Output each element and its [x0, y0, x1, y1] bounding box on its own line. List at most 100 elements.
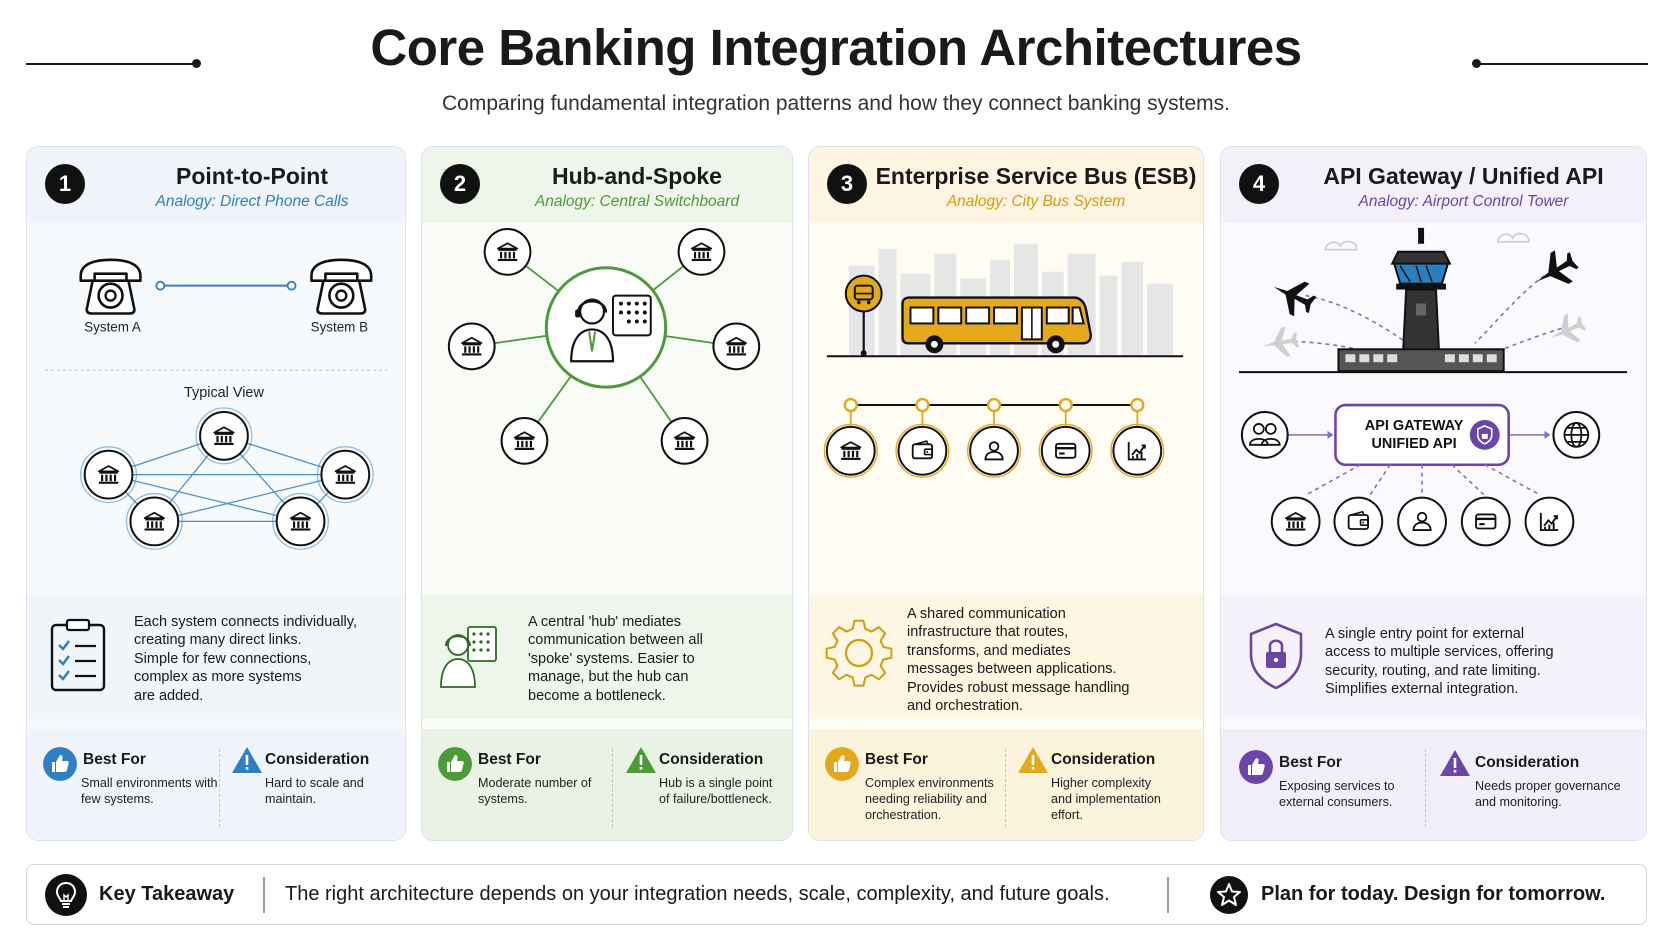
card-title: API Gateway / Unified API — [1323, 163, 1604, 189]
service-node — [1270, 496, 1321, 547]
service-node — [1110, 423, 1165, 478]
gateway-links — [1306, 464, 1540, 496]
airplane-icon — [1544, 309, 1590, 352]
api-gateway-diagram: API GATEWAY UNIFIED API — [1238, 227, 1628, 547]
thumbs-up-icon — [825, 747, 859, 781]
checklist-icon — [50, 618, 106, 692]
bank-node — [500, 416, 549, 465]
title-rule-left-dot — [192, 59, 201, 68]
bank-node — [125, 492, 183, 550]
service-node — [1524, 496, 1575, 547]
warning-icon — [626, 747, 656, 773]
telephone-icon — [79, 258, 142, 315]
best-for-label: Best For — [478, 751, 541, 768]
shield-lock-icon — [1249, 622, 1303, 690]
esb-diagram — [823, 243, 1184, 478]
airplane-icon — [1266, 270, 1321, 322]
globe-icon — [1563, 422, 1590, 448]
bank-node — [447, 322, 496, 371]
lightbulb-icon — [45, 874, 87, 916]
card-number: 1 — [45, 164, 85, 204]
gateway-box: API GATEWAY UNIFIED API — [1334, 403, 1510, 467]
card-number: 2 — [440, 164, 480, 204]
service-node — [823, 423, 878, 478]
system-b-label: System B — [311, 319, 368, 334]
footer-divider — [612, 749, 613, 827]
thumbs-up-icon — [1239, 750, 1273, 784]
footer-divider — [1005, 749, 1006, 827]
takeaway-text: The right architecture depends on your i… — [285, 883, 1110, 905]
takeaway-label: Key Takeaway — [99, 883, 235, 905]
best-for-label: Best For — [83, 751, 146, 768]
star-icon — [1210, 876, 1248, 914]
thumbs-up-icon — [438, 747, 472, 781]
control-tower-icon — [1337, 227, 1505, 373]
bank-node — [80, 446, 138, 504]
service-node — [1460, 496, 1511, 547]
service-node — [966, 423, 1022, 478]
key-takeaway-bar: Key Takeaway The right architecture depe… — [26, 864, 1647, 925]
card-title: Point-to-Point — [175, 163, 328, 189]
card-analogy: Analogy: City Bus System — [946, 193, 1126, 210]
card-analogy: Analogy: Airport Control Tower — [1358, 193, 1569, 210]
card-esb: 3 Enterprise Service Bus (ESB) Analogy: … — [808, 146, 1204, 841]
takeaway-separator — [1167, 877, 1169, 913]
warning-icon — [232, 747, 262, 773]
typical-view-label: Typical View — [184, 385, 264, 401]
users-icon — [1248, 423, 1281, 446]
card-description: Each system connects individually,creati… — [134, 614, 357, 704]
page-subtitle: Comparing fundamental integration patter… — [442, 92, 1230, 115]
bus-drops — [843, 397, 1145, 426]
globe-node — [1552, 410, 1601, 459]
best-for-label: Best For — [865, 751, 928, 768]
users-node — [1240, 410, 1289, 459]
point-to-point-diagram: System A System B Typical View — [44, 258, 388, 550]
hub-and-spoke-diagram — [447, 227, 761, 465]
service-node — [1333, 496, 1384, 547]
gateway-label-line-1: API GATEWAY — [1365, 418, 1464, 434]
bank-node — [316, 446, 374, 504]
card-number: 3 — [827, 164, 867, 204]
bus-stop-icon — [844, 274, 883, 357]
bank-node — [483, 227, 532, 276]
warning-icon — [1018, 747, 1048, 773]
takeaway-separator — [263, 877, 265, 913]
card-title: Hub-and-Spoke — [552, 163, 722, 189]
card-analogy: Analogy: Central Switchboard — [534, 193, 740, 210]
service-node — [1038, 423, 1093, 478]
bank-node — [660, 416, 709, 465]
operator-icon — [570, 294, 652, 363]
title-rule-left — [26, 63, 198, 65]
title-rule-right — [1476, 63, 1648, 65]
gear-icon — [825, 619, 893, 687]
system-a-label: System A — [84, 319, 141, 334]
consideration-label: Consideration — [265, 751, 370, 768]
shield-icon — [1469, 419, 1500, 450]
footer-divider — [1425, 749, 1426, 827]
airplane-icon — [1260, 324, 1301, 361]
title-rule-right-dot — [1472, 59, 1481, 68]
best-for-label: Best For — [1279, 754, 1342, 771]
card-header: 3 Enterprise Service Bus (ESB) Analogy: … — [809, 147, 1203, 223]
card-hub-and-spoke: 2 Hub-and-Spoke Analogy: Central Switchb… — [421, 146, 793, 841]
thumbs-up-icon — [43, 747, 77, 781]
bank-node — [272, 492, 330, 550]
card-point-to-point: 1 Point-to-Point Analogy: Direct Phone C… — [26, 146, 406, 841]
bank-node — [195, 407, 253, 465]
card-header: 4 API Gateway / Unified API Analogy: Air… — [1221, 147, 1646, 223]
